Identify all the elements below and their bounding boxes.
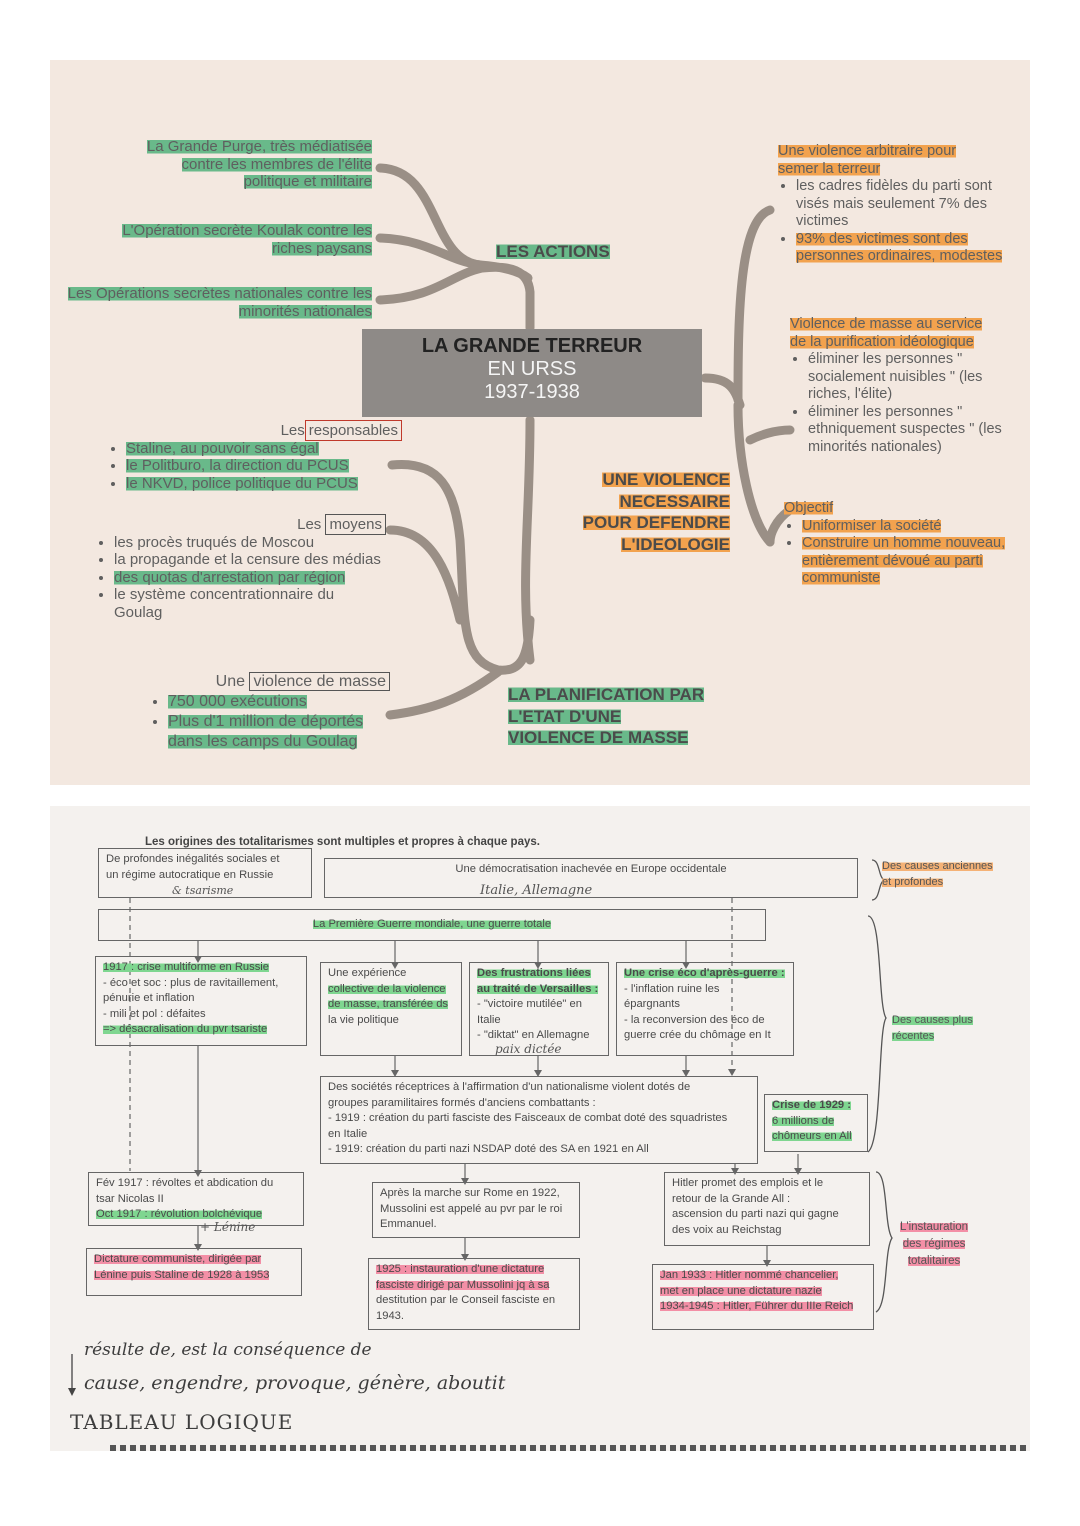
arbitraire-block: Une violence arbitraire pour semer la te… bbox=[778, 143, 1008, 266]
box-dictature-communiste: Dictature communiste, dirigée par Lénine… bbox=[86, 1248, 302, 1296]
branch-right-up bbox=[733, 205, 775, 405]
arrowhead bbox=[461, 1178, 469, 1185]
mindmap-period: 1937-1938 bbox=[484, 381, 580, 403]
legend-title: TABLEAU LOGIQUE bbox=[70, 1410, 294, 1434]
label-causes-recentes: Des causes plus récentes bbox=[892, 1014, 973, 1042]
arrowhead bbox=[391, 962, 399, 969]
moyen-item: la propagande et la censure des médias bbox=[114, 551, 386, 569]
note-lenine: + Lénine bbox=[200, 1220, 256, 1234]
purification-item: éliminer les personnes " ethniquement su… bbox=[808, 404, 1020, 457]
moyen-item: les procès truqués de Moscou bbox=[114, 534, 386, 552]
actions-heading: LES ACTIONS bbox=[496, 242, 610, 261]
arrowhead bbox=[391, 1070, 399, 1077]
arrowhead bbox=[534, 962, 542, 969]
responsable-item: le NKVD, police politique du PCUS bbox=[126, 474, 408, 493]
label-instauration: L'instauration des régimes totalitaires bbox=[900, 1221, 969, 1267]
branch-koulak bbox=[375, 233, 485, 270]
mindmap-branches bbox=[375, 163, 795, 720]
action-nationales: Les Opérations secrètes nationales contr… bbox=[67, 285, 372, 320]
arrowhead bbox=[731, 1168, 739, 1175]
branch-moyens bbox=[385, 525, 465, 625]
violence-item: 750 000 exécutions bbox=[168, 692, 390, 712]
moyen-item: le système concentrationnaire du Goulag bbox=[114, 586, 386, 621]
tableau-panel: Les origines des totalitarismes sont mul… bbox=[50, 806, 1030, 1451]
branch-violence bbox=[385, 667, 503, 720]
box-frustrations: Des frustrations liées au traité de Vers… bbox=[469, 962, 609, 1056]
arrowhead bbox=[728, 1069, 736, 1076]
arbitraire-item: les cadres fidèles du parti sont visés m… bbox=[796, 178, 1008, 231]
box-marche-rome: Après la marche sur Rome en 1922, Mussol… bbox=[372, 1182, 580, 1238]
arrowhead bbox=[682, 962, 690, 969]
box-crise1917: 1917 : crise multiforme en Russie - éco … bbox=[95, 956, 307, 1046]
moyen-item: des quotas d'arrestation par région bbox=[114, 568, 386, 587]
violence-item: Plus d'1 million de déportés dans les ca… bbox=[168, 712, 390, 752]
branch-actions-center bbox=[477, 262, 535, 333]
objectif-item: Construire un homme nouveau, entièrement… bbox=[802, 535, 1014, 588]
arrowhead bbox=[794, 1168, 802, 1175]
brace-recentes bbox=[867, 915, 887, 1153]
box-dictature-nazie: Jan 1933 : Hitler nommé chancelier, met … bbox=[652, 1264, 874, 1330]
box-democratisation: Une démocratisation inachevée en Europe … bbox=[324, 858, 858, 898]
note-italie: Italie, Allemagne bbox=[480, 883, 593, 898]
box-fev1917: Fév 1917 : révoltes et abdication du tsa… bbox=[88, 1172, 304, 1226]
purification-block: Violence de masse au service de la purif… bbox=[790, 316, 1020, 456]
brace-instauration bbox=[875, 1171, 893, 1313]
branch-center-down bbox=[521, 415, 535, 665]
box-hitler: Hitler promet des emplois et le retour d… bbox=[664, 1172, 870, 1246]
responsable-item: Staline, au pouvoir sans égal bbox=[126, 439, 408, 458]
box-inegalites: De profondes inégalités sociales et un r… bbox=[98, 848, 312, 898]
box-crise1929: Crise de 1929 : 6 millions de chômeurs e… bbox=[764, 1094, 868, 1152]
branch-right-down bbox=[733, 400, 775, 547]
tableau-header: Les origines des totalitarismes sont mul… bbox=[145, 836, 540, 848]
legend-resulte: résulte de, est la conséquence de bbox=[84, 1340, 372, 1360]
legend-arrowhead bbox=[68, 1388, 76, 1396]
arrowhead bbox=[534, 1070, 542, 1077]
arrowhead bbox=[461, 1254, 469, 1261]
action-koulak: L'Opération secrète Koulak contre les ri… bbox=[122, 222, 372, 257]
center-title-box: LA GRANDE TERREUR EN URSS 1937-1938 bbox=[362, 329, 702, 417]
objectif-item: Uniformiser la société bbox=[802, 517, 1014, 536]
objectif-block: Objectif Uniformiser la société Construi… bbox=[784, 500, 1014, 588]
arrowhead bbox=[682, 1070, 690, 1077]
branch-nationales bbox=[375, 263, 487, 305]
box-crise-eco: Une crise éco d'après-guerre : - l'infla… bbox=[616, 962, 794, 1056]
note-paix-dictee: paix dictée bbox=[495, 1042, 562, 1056]
arbitraire-item: 93% des victimes sont des personnes ordi… bbox=[796, 230, 1008, 266]
label-causes-anciennes: Des causes anciennes et profondes bbox=[882, 860, 993, 888]
note-tsarisme: & tsarisme bbox=[172, 884, 234, 897]
branch-responsables bbox=[387, 459, 535, 675]
responsable-item: le Politburo, la direction du PCUS bbox=[126, 457, 408, 475]
violence-masse-block: Une violence de masse 750 000 exécutions… bbox=[150, 672, 390, 752]
box-dictature-fasciste: 1925 : instauration d'une dictature fasc… bbox=[368, 1258, 580, 1330]
branch-purif bbox=[745, 425, 795, 445]
mindmap-title: LA GRANDE TERREUR bbox=[421, 335, 643, 357]
box-experience: Une expérience collective de la violence… bbox=[320, 962, 462, 1056]
mindmap-subtitle: EN URSS bbox=[487, 358, 577, 380]
planification-heading: LA PLANIFICATION PAR L'ETAT D'UNE VIOLEN… bbox=[508, 685, 705, 747]
box-guerre: La Première Guerre mondiale, une guerre … bbox=[98, 909, 766, 941]
mindmap-panel: LA GRANDE TERREUR EN URSS 1937-1938 LES … bbox=[50, 60, 1030, 785]
arrowhead bbox=[194, 1170, 202, 1177]
purification-item: éliminer les personnes " socialement nui… bbox=[808, 351, 1020, 404]
arrowhead bbox=[194, 956, 202, 963]
arrowhead bbox=[763, 1260, 771, 1267]
moyens-block: Les moyens les procès truqués de Moscou … bbox=[96, 514, 386, 621]
arrowhead bbox=[194, 1244, 202, 1251]
necessaire-heading: UNE VIOLENCE NECESSAIRE POUR DEFENDRE L'… bbox=[582, 470, 730, 554]
action-purge: La Grande Purge, très médiatisée contre … bbox=[146, 138, 372, 190]
legend-cause: cause, engendre, provoque, génère, about… bbox=[84, 1372, 506, 1394]
box-societes: Des sociétés réceptrices à l'affirmation… bbox=[320, 1076, 758, 1164]
